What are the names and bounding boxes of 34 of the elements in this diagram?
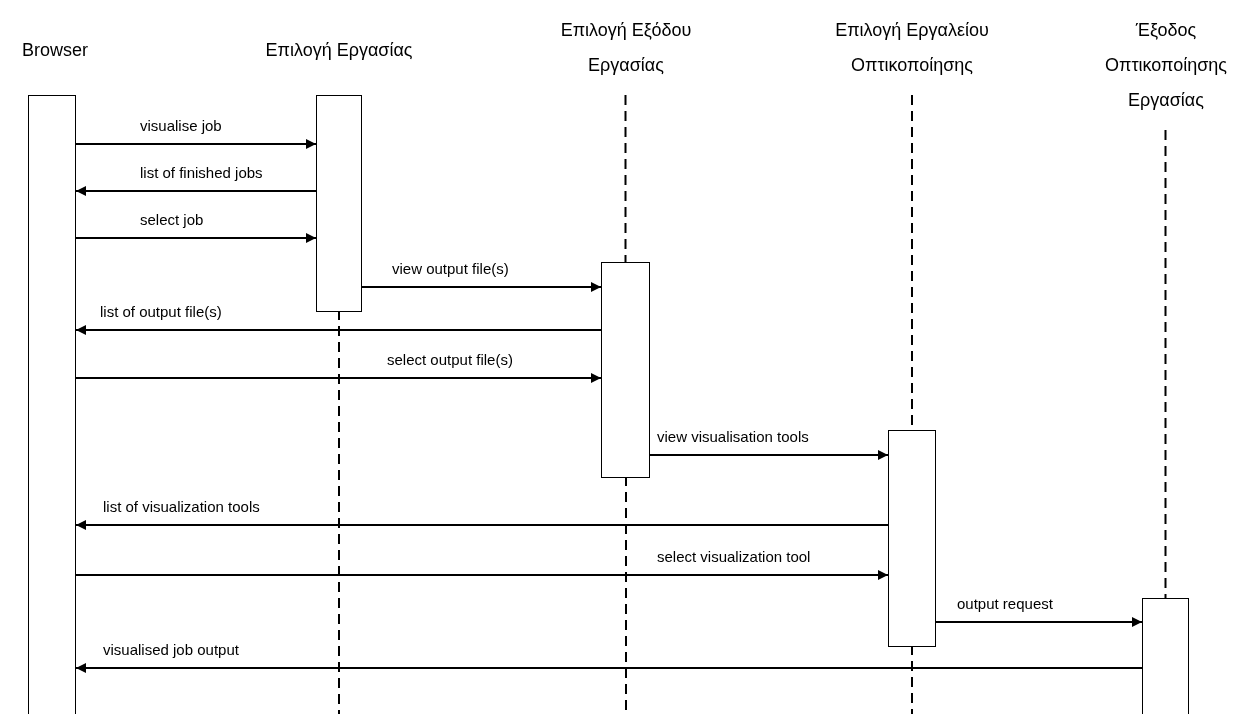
activation-bar xyxy=(316,95,362,312)
arrow xyxy=(75,663,1143,673)
arrow xyxy=(75,520,889,530)
activation-bar xyxy=(28,95,76,714)
message-label: view visualisation tools xyxy=(657,428,809,446)
arrow xyxy=(75,139,317,149)
arrow xyxy=(75,325,602,335)
activation-bar xyxy=(1142,598,1189,714)
message-label: view output file(s) xyxy=(392,260,509,278)
arrow xyxy=(75,570,889,580)
arrow xyxy=(935,617,1143,627)
message-label: select output file(s) xyxy=(387,351,513,369)
participant-label: Επιλογή Εργασίας xyxy=(229,33,449,68)
message-label: list of output file(s) xyxy=(100,303,222,321)
message-label: visualise job xyxy=(140,117,222,135)
message-label: select job xyxy=(140,211,204,229)
lifeline xyxy=(624,94,627,263)
lifeline xyxy=(1164,129,1167,599)
arrow xyxy=(75,186,317,196)
message-label: list of finished jobs xyxy=(140,164,263,182)
participant-label: Browser xyxy=(5,33,105,68)
message-label: list of visualization tools xyxy=(103,498,260,516)
arrow xyxy=(75,373,602,383)
message-label: output request xyxy=(957,595,1053,613)
activation-bar xyxy=(601,262,650,478)
participant-label: Επιλογή Εργαλείου Οπτικοποίησης xyxy=(797,13,1027,83)
message-label: select visualization tool xyxy=(657,548,811,566)
arrow xyxy=(75,233,317,243)
participant-label: Έξοδος Οπτικοποίησης Εργασίας xyxy=(1081,13,1246,118)
arrow xyxy=(649,450,889,460)
activation-bar xyxy=(888,430,936,647)
participant-label: Επιλογή Εξόδου Εργασίας xyxy=(526,13,726,83)
message-label: visualised job output xyxy=(103,641,239,659)
arrow xyxy=(361,282,602,292)
